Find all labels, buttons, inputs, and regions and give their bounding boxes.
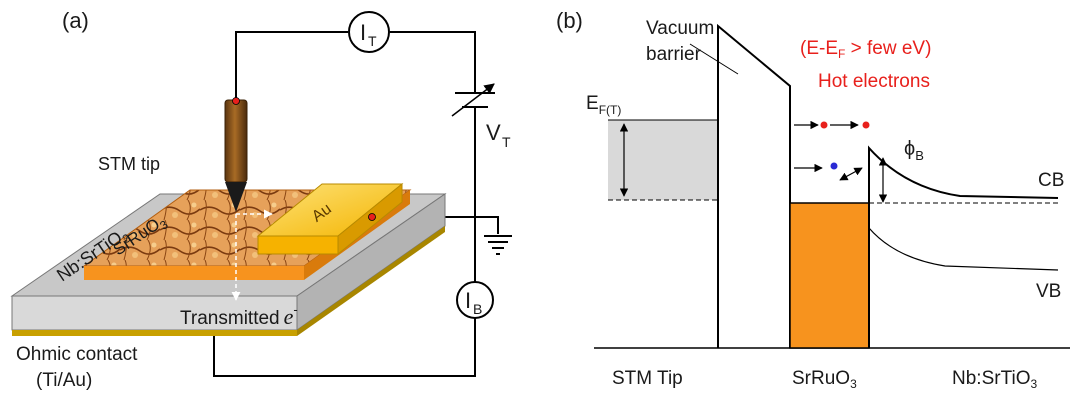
- stm-tip: [224, 97, 248, 212]
- contact-dot: [368, 213, 376, 221]
- phi-b-label: ϕB: [904, 138, 924, 163]
- fermi-label: EF(T): [586, 93, 621, 117]
- panel-a-label: (a): [62, 8, 89, 33]
- vacuum-pointer: [689, 43, 739, 75]
- ohmic-line1: Ohmic contact: [16, 344, 138, 365]
- current-meter-top: I T: [348, 11, 390, 53]
- meter-top-symbol: I: [360, 20, 366, 45]
- ohmic-line2: (Ti/Au): [36, 370, 92, 391]
- voltage-symbol: V: [486, 120, 501, 145]
- vacuum-barrier: [717, 23, 791, 348]
- vb-label: VB: [1036, 281, 1061, 302]
- ground-icon: [484, 235, 512, 255]
- panel-a: (a) I T V T: [10, 8, 512, 391]
- cb-curve: [868, 145, 1059, 348]
- voltage-subscript: T: [502, 134, 511, 150]
- vacuum-label-line1: Vacuum: [646, 18, 714, 39]
- current-meter-bottom: I B: [456, 281, 494, 319]
- vacuum-label-line2: barrier: [646, 44, 702, 65]
- tip-contact-dot: [232, 97, 240, 105]
- panel-b: (b) Vacuum barrier (E-EF > few eV) Hot e…: [556, 8, 1070, 391]
- meter-bottom-subscript: B: [473, 301, 482, 317]
- x-label-tip: STM Tip: [612, 368, 683, 389]
- cb-label: CB: [1038, 170, 1064, 191]
- reflect-arrow-out: [839, 167, 863, 181]
- reflected-electron: [830, 162, 838, 170]
- srruo3-band: [789, 202, 870, 349]
- panel-b-label: (b): [556, 8, 583, 33]
- hot-electron-2: [862, 121, 870, 129]
- electron-paths: [231, 209, 273, 301]
- au-electrode: Au: [256, 182, 404, 256]
- stm-tip-label: STM tip: [98, 154, 160, 174]
- x-label-semi: Nb:SrTiO3: [952, 368, 1037, 391]
- hot-electron-1: [820, 121, 828, 129]
- hot-electrons-label: Hot electrons: [818, 71, 930, 92]
- meter-bottom-symbol: I: [465, 288, 471, 313]
- vb-curve: [868, 227, 1059, 271]
- condition-label: (E-EF > few eV): [800, 38, 931, 61]
- meter-top-subscript: T: [368, 33, 377, 49]
- x-label-metal: SrRuO3: [792, 368, 857, 391]
- voltage-source: V T: [451, 83, 511, 150]
